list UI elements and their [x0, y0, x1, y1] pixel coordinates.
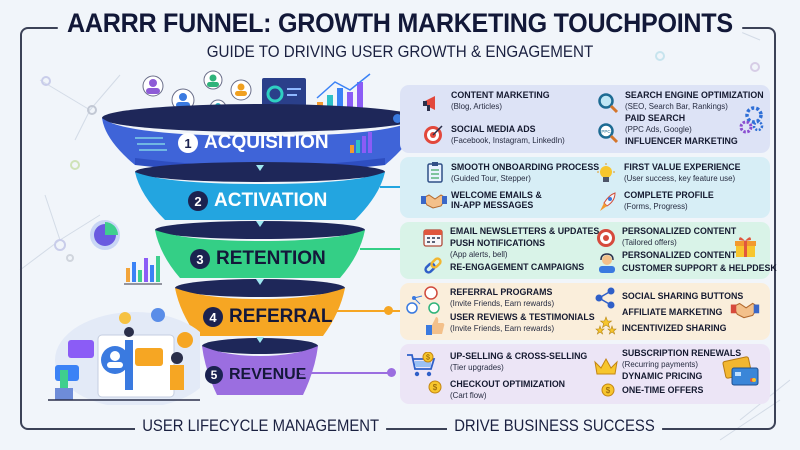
user-network-icon [406, 286, 440, 314]
item-subscription-renewals: SUBSCRIPTION RENEWALS(Recurring payments… [622, 348, 742, 370]
header: AARRR FUNNEL: GROWTH MARKETING TOUCHPOIN… [0, 8, 800, 38]
panel-retention: EMAIL NEWSLETTERS & UPDATES PUSH NOTIFIC… [400, 222, 777, 279]
credit-cards-icon [722, 356, 759, 386]
item-affiliate-marketing: AFFILIATE MARKETING [622, 307, 723, 318]
avatar-icons [142, 70, 252, 117]
item-email-newsletters: EMAIL NEWSLETTERS & UPDATES [450, 226, 600, 237]
handshake-icon [730, 302, 760, 319]
bar-chart-icon [124, 256, 162, 285]
connector-retention [360, 248, 410, 250]
panel-acquisition: CONTENT MARKETING(Blog, Articles) SOCIAL… [400, 85, 770, 153]
connector-referral [330, 310, 402, 312]
footer: USER LIFECYCLE MANAGEMENT DRIVE BUSINESS… [0, 415, 800, 439]
stage-number-badge: 1 [178, 133, 198, 153]
item-customer-support: CUSTOMER SUPPORT & HELPDESK [622, 263, 777, 274]
stage-acquisition[interactable]: 1 ACQUISITION [178, 132, 329, 154]
svg-text:$: $ [433, 383, 438, 392]
coin-icon: $ [428, 380, 442, 394]
footer-left-label: USER LIFECYCLE MANAGEMENT [135, 417, 387, 436]
item-welcome-emails: WELCOME EMAILS &IN-APP MESSAGES [451, 190, 542, 211]
item-first-value-experience: FIRST VALUE EXPERIENCE(User success, key… [624, 162, 741, 184]
target-icon [424, 125, 443, 144]
stars-icon [595, 316, 617, 335]
crown-icon [594, 357, 618, 375]
stage-number-badge: 3 [190, 249, 210, 269]
stage-referral[interactable]: 4 REFERRAL [203, 306, 332, 328]
connector-dot [393, 114, 402, 123]
item-up-selling: UP-SELLING & CROSS-SELLING(Tier upgrades… [450, 351, 588, 373]
item-referral-programs: REFERRAL PROGRAMS(Invite Friends, Earn r… [450, 287, 555, 309]
stage-label: ACQUISITION [204, 132, 329, 153]
page-title: AARRR FUNNEL: GROWTH MARKETING TOUCHPOIN… [57, 8, 743, 38]
stage-label: ACTIVATION [214, 190, 328, 211]
item-push-notifications: PUSH NOTIFICATIONS(App alerts, bell) [450, 238, 545, 260]
ppc-magnifier-icon: PPC [598, 123, 619, 144]
stage-revenue[interactable]: 5 REVENUE [205, 366, 306, 384]
share-icon [595, 287, 615, 309]
panel-revenue: $ UP-SELLING & CROSS-SELLING(Tier upgrad… [400, 344, 770, 404]
team-illustration [48, 220, 200, 405]
pie-chart-icon [90, 220, 120, 250]
megaphone-icon [423, 96, 435, 111]
handshake-icon [421, 194, 447, 209]
funnel-graphic [102, 70, 418, 395]
item-social-media-ads: SOCIAL MEDIA ADS(Facebook, Instagram, Li… [451, 124, 565, 146]
chain-link-icon [424, 257, 442, 274]
item-content-marketing: CONTENT MARKETING(Blog, Articles) [451, 90, 550, 112]
lightbulb-icon [597, 163, 615, 182]
gears-icon [739, 106, 764, 134]
panel-referral: REFERRAL PROGRAMS(Invite Friends, Earn r… [400, 283, 770, 340]
item-incentivized-sharing: INCENTIVIZED SHARING [622, 323, 727, 334]
mini-chart-icon [350, 132, 372, 153]
item-personalized-content-2: PERSONALIZED CONTENT [622, 250, 737, 261]
item-paid-search: PAID SEARCH(PPC Ads, Google) [625, 113, 692, 135]
gift-icon [735, 237, 756, 257]
item-one-time-offers: ONE-TIME OFFERS [622, 385, 704, 396]
calendar-icon [423, 229, 443, 247]
support-agent-icon [599, 253, 615, 273]
footer-right-label: DRIVE BUSINESS SUCCESS [447, 417, 662, 436]
stage-label: REVENUE [229, 366, 307, 383]
stage-number-badge: 4 [203, 307, 223, 327]
stage-activation[interactable]: 2 ACTIVATION [188, 190, 327, 212]
stage-number-badge: 2 [188, 191, 208, 211]
target-icon [597, 229, 615, 247]
item-re-engagement: RE-ENGAGEMENT CAMPAIGNS [450, 262, 585, 273]
connector-activation [380, 186, 410, 188]
item-personalized-content: PERSONALIZED CONTENT(Tailored offers) [622, 226, 737, 248]
stage-label: REFERRAL [229, 306, 333, 327]
item-dynamic-pricing: DYNAMIC PRICING [622, 371, 703, 382]
connector-dot [387, 368, 396, 377]
stage-number-badge: 5 [205, 366, 223, 384]
shopping-cart-icon: $ [407, 352, 436, 377]
item-checkout-optimization: CHECKOUT OPTIMIZATION(Cart flow) [450, 379, 566, 401]
item-complete-profile: COMPLETE PROFILE(Forms, Progress) [624, 190, 714, 212]
connector-dot [384, 306, 393, 315]
item-social-sharing-buttons: SOCIAL SHARING BUTTONS [622, 291, 744, 302]
item-user-reviews: USER REVIEWS & TESTIMONIALS(Invite Frien… [450, 312, 595, 334]
magnifier-icon [598, 93, 619, 114]
page-subtitle: GUIDE TO DRIVING USER GROWTH & ENGAGEMEN… [206, 43, 594, 61]
rocket-icon [600, 192, 616, 211]
svg-text:PPC: PPC [601, 129, 611, 134]
stage-label: RETENTION [216, 248, 326, 269]
svg-text:$: $ [426, 355, 430, 362]
item-smooth-onboarding: SMOOTH ONBOARDING PROCESS(Guided Tour, S… [451, 162, 600, 184]
item-seo: SEARCH ENGINE OPTIMIZATION(SEO, Search B… [625, 90, 764, 112]
clipboard-checklist-icon [427, 162, 443, 183]
coin-icon: $ [601, 383, 615, 397]
svg-text:$: $ [606, 386, 611, 395]
stage-retention[interactable]: 3 RETENTION [190, 248, 326, 270]
panel-activation: SMOOTH ONBOARDING PROCESS(Guided Tour, S… [400, 157, 770, 218]
item-influencer-marketing: INFLUENCER MARKETING [625, 136, 738, 147]
dashboard-icon [262, 78, 306, 112]
connector-revenue [300, 372, 395, 374]
thumbs-up-icon [426, 317, 445, 335]
